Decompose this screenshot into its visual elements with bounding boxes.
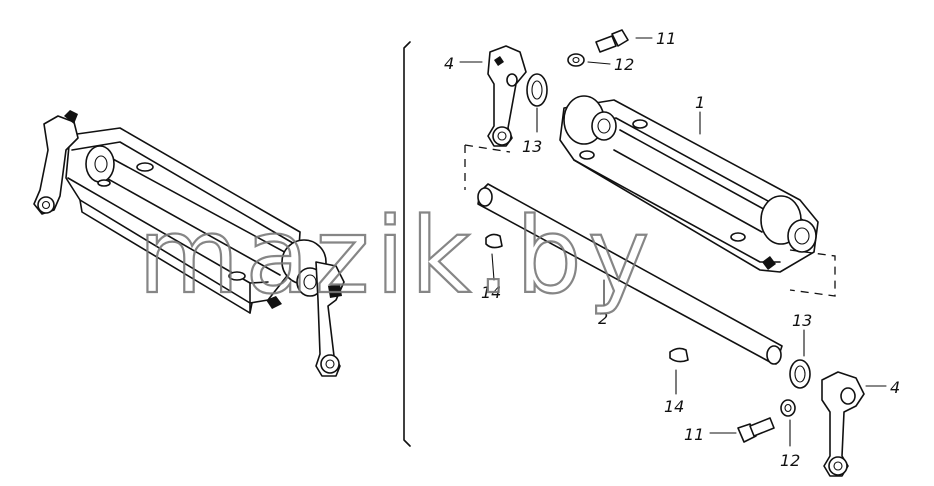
key-bottom — [669, 347, 689, 363]
bolt-bottom — [737, 417, 775, 443]
label-shaft: 2 — [598, 309, 608, 328]
group-bracket — [403, 41, 411, 447]
alignment-dashed-frame — [464, 144, 836, 297]
label-nut-top: 12 — [614, 55, 634, 74]
lever-top — [487, 45, 527, 147]
lever-bottom — [821, 371, 865, 477]
nut-top — [567, 53, 585, 67]
label-washer-top: 13 — [522, 137, 542, 156]
label-bolt-top: 11 — [656, 29, 676, 48]
watermark-text: mazik.by — [138, 195, 655, 317]
label-key-bottom: 14 — [664, 397, 684, 416]
assembled-rocker-unit — [33, 110, 345, 377]
washer-bottom — [789, 359, 811, 389]
bolt-top — [595, 29, 629, 53]
leader-lines — [459, 37, 887, 447]
shaft — [477, 183, 783, 365]
bracket-body — [559, 95, 819, 273]
label-lever-bottom: 4 — [890, 378, 900, 397]
label-nut-bottom: 12 — [780, 451, 800, 470]
label-bolt-bottom: 11 — [684, 425, 704, 444]
label-key-top: 14 — [481, 283, 501, 302]
nut-bottom — [780, 399, 796, 417]
label-lever-top: 4 — [444, 54, 454, 73]
key-top — [485, 233, 503, 249]
washer-top — [526, 73, 548, 107]
label-bracket: 1 — [695, 93, 705, 112]
label-washer-bottom: 13 — [792, 311, 812, 330]
